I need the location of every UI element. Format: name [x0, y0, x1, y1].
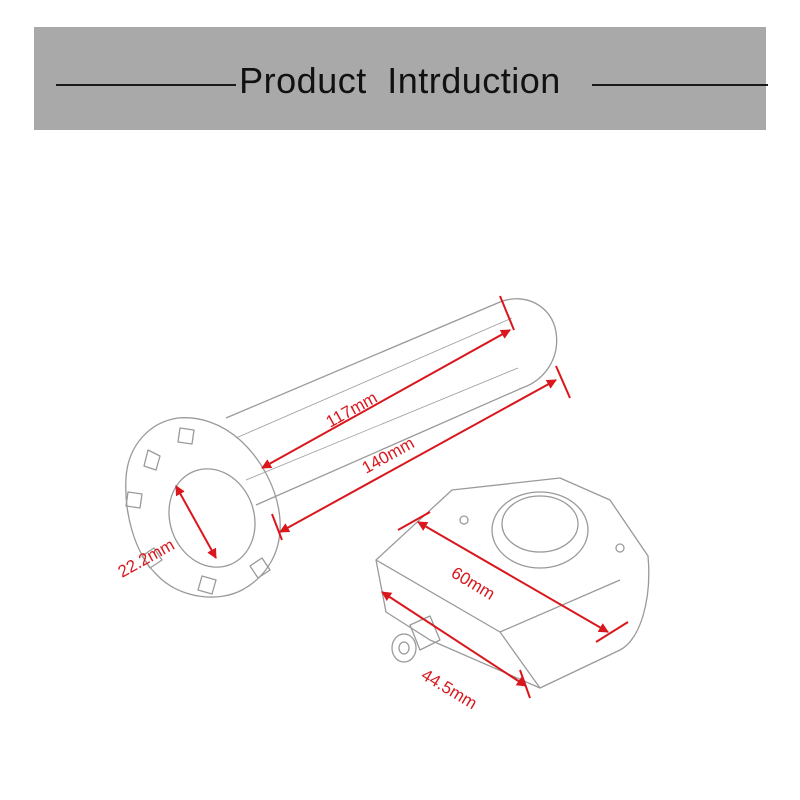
dimension-22-2mm-label: 22.2mm: [115, 535, 178, 581]
dimension-44-5mm: 44.5mm: [381, 591, 531, 713]
dimension-117mm-label: 117mm: [323, 388, 381, 431]
dimension-140mm-label: 140mm: [359, 433, 418, 477]
dimension-44-5mm-label: 44.5mm: [418, 665, 480, 713]
dimension-117mm: 117mm: [261, 295, 515, 469]
dimension-140mm: 140mm: [271, 365, 571, 541]
header-banner: Product Intrduction: [34, 27, 768, 130]
throttle-grip-drawing: [125, 298, 558, 598]
throttle-housing-drawing: [375, 477, 650, 689]
banner-rule-right: [592, 84, 768, 86]
page-title: Product Intrduction: [239, 60, 561, 101]
dimension-60mm-label: 60mm: [448, 563, 498, 604]
banner-rule-left: [56, 84, 236, 86]
dimension-22-2mm: 22.2mm: [115, 485, 217, 581]
